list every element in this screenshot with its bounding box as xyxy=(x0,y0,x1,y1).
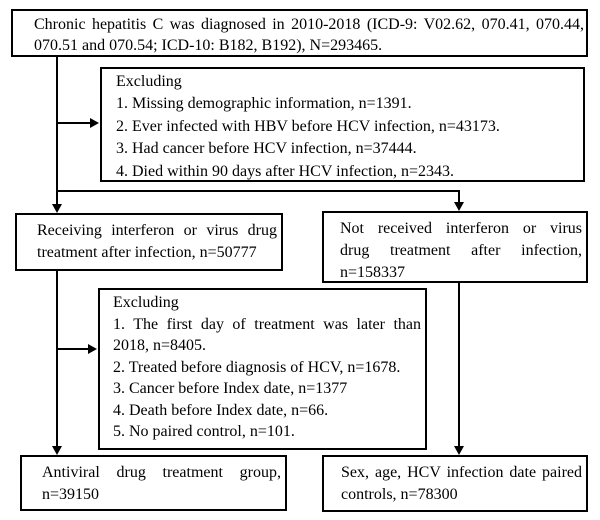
box-text-line: 3. Had cancer before HCV infection, n=37… xyxy=(116,140,417,158)
box-text-line: Not received interferon or virus xyxy=(340,220,582,237)
box-text-line: 4. Death before Index date, n=66. xyxy=(113,401,329,419)
box-text-line: n=158337 xyxy=(340,264,406,281)
box-text-line: 4. Died within 90 days after HCV infecti… xyxy=(116,162,455,180)
box-text-line: Antiviral drug treatment group, xyxy=(42,464,281,481)
connector-to-exclusion-1 xyxy=(58,122,91,124)
box-exclusion-1: Excluding 1. Missing demographic informa… xyxy=(100,67,585,182)
box-text-line: Excluding xyxy=(113,294,179,311)
box-text-line: 1. The first day of treatment was later … xyxy=(113,315,421,333)
box-exclusion-2: Excluding 1. The first day of treatment … xyxy=(98,288,427,450)
box-text-line: 5. No paired control, n=101. xyxy=(113,423,295,440)
box-text-line: 2018, n=8405. xyxy=(113,337,207,354)
arrowhead-down-icon xyxy=(52,204,62,213)
arrowhead-right-icon xyxy=(88,344,97,354)
arrowhead-down-icon xyxy=(52,446,62,455)
box-paired-controls: Sex, age, HCV infection date paired cont… xyxy=(322,455,588,512)
box-untreated: Not received interferon or virus drug tr… xyxy=(322,211,588,283)
box-text-line: n=39150 xyxy=(42,486,100,503)
box-text-line: Sex, age, HCV infection date paired xyxy=(341,464,582,481)
box-text-line: Receiving interferon or virus drug xyxy=(37,222,277,239)
connector-drop-to-untreated xyxy=(458,190,460,202)
box-text-line: controls, n=78300 xyxy=(341,486,458,503)
arrowhead-right-icon xyxy=(90,118,99,128)
connector-split-horizontal xyxy=(56,190,460,192)
arrowhead-down-icon xyxy=(454,202,464,211)
box-treatment-group: Antiviral drug treatment group, n=39150 xyxy=(20,455,287,511)
box-diagnosis: Chronic hepatitis C was diagnosed in 201… xyxy=(11,9,588,57)
connector-treated-to-group xyxy=(56,271,58,446)
box-text-line: 2. Treated before diagnosis of HCV, n=16… xyxy=(113,358,401,376)
box-text-line: 1. Missing demographic information, n=13… xyxy=(116,95,412,113)
box-text-line: 070.51 and 070.54; ICD-10: B182, B192), … xyxy=(34,37,383,54)
box-text-line: drug treatment after infection, xyxy=(340,242,582,259)
connector-to-exclusion-2 xyxy=(58,348,89,350)
box-text-line: treatment after infection, n=50777 xyxy=(37,244,257,261)
box-text-line: 3. Cancer before Index date, n=1377 xyxy=(113,380,348,397)
connector-untreated-to-controls xyxy=(458,283,460,446)
connector-diagnosis-to-treated xyxy=(56,57,58,204)
box-text-line: Excluding xyxy=(116,73,182,90)
arrowhead-down-icon xyxy=(454,446,464,455)
box-text-line: Chronic hepatitis C was diagnosed in 201… xyxy=(34,16,584,33)
box-text-line: 2. Ever infected with HBV before HCV inf… xyxy=(116,117,500,135)
box-treated: Receiving interferon or virus drug treat… xyxy=(15,213,283,271)
